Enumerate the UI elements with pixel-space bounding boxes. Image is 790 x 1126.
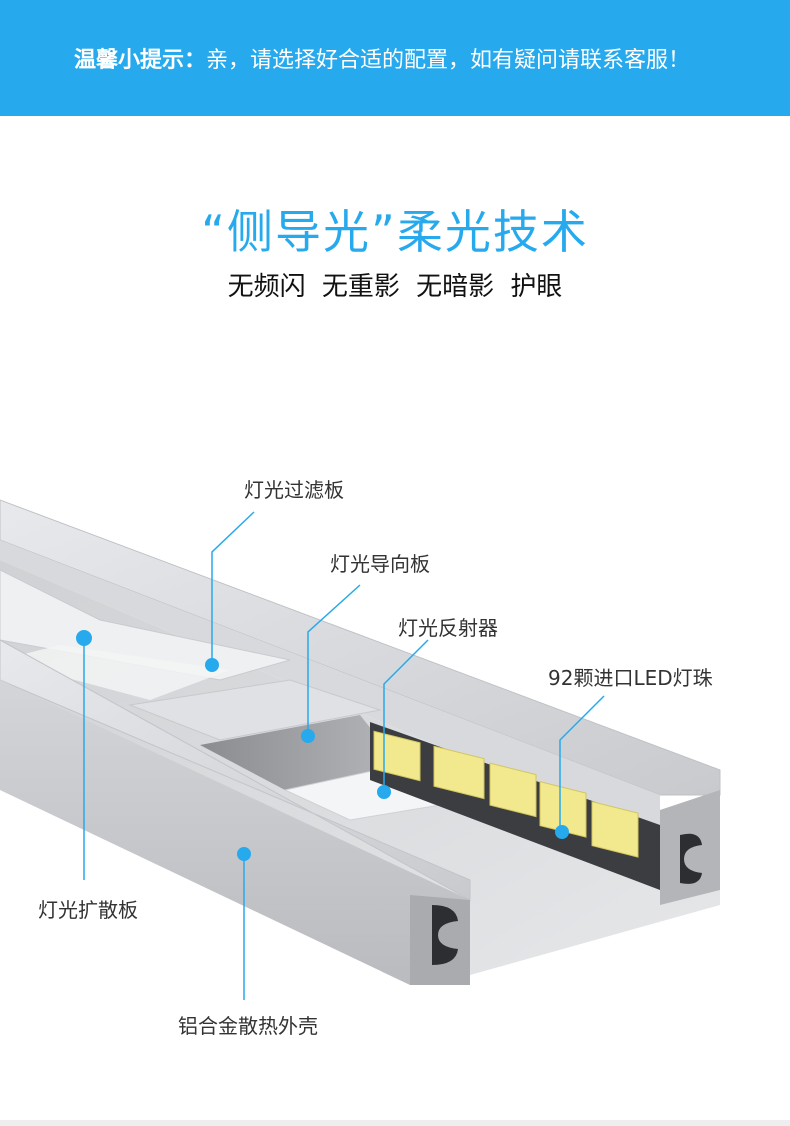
feature-item: 无暗影 bbox=[416, 272, 495, 302]
callout-aluminum-housing: 铝合金散热外壳 bbox=[178, 1014, 318, 1038]
callout-filter-board: 灯光过滤板 bbox=[244, 478, 344, 502]
feature-list: 无频闪 无重影 无暗影 护眼 bbox=[0, 266, 790, 303]
callout-dot-reflector bbox=[377, 785, 391, 799]
callout-dot-diffuser bbox=[76, 630, 92, 646]
callout-dot-guide bbox=[301, 729, 315, 743]
callout-dot-housing bbox=[237, 847, 251, 861]
leader-line-reflector bbox=[383, 639, 429, 792]
callout-light-guide-board: 灯光导向板 bbox=[330, 552, 430, 576]
tip-message: 亲，请选择好合适的配置，如有疑问请联系客服！ bbox=[206, 48, 691, 73]
tip-text: 温馨小提示：亲，请选择好合适的配置，如有疑问请联系客服！ bbox=[74, 42, 690, 74]
led-chip bbox=[373, 730, 421, 782]
tip-banner: 温馨小提示：亲，请选择好合适的配置，如有疑问请联系客服！ bbox=[0, 0, 790, 116]
led-chip bbox=[489, 762, 537, 818]
callout-reflector: 灯光反射器 bbox=[398, 616, 498, 640]
leader-line-filter bbox=[211, 511, 255, 665]
front-wall bbox=[0, 639, 471, 985]
led-chip bbox=[591, 800, 639, 858]
led-strip bbox=[370, 722, 660, 890]
leader-line-guide bbox=[307, 584, 361, 736]
feature-item: 无频闪 bbox=[227, 272, 306, 302]
callout-dot-filter bbox=[205, 658, 219, 672]
tip-label: 温馨小提示： bbox=[74, 48, 207, 73]
feature-item: 护眼 bbox=[510, 272, 563, 302]
callout-led-chips: 92颗进口LED灯珠 bbox=[548, 666, 713, 690]
light-guide-board bbox=[128, 679, 382, 741]
leader-line-led bbox=[559, 695, 605, 832]
callout-diffuser-board: 灯光扩散板 bbox=[38, 898, 138, 922]
led-chip bbox=[433, 745, 485, 800]
bottom-divider bbox=[0, 1120, 790, 1126]
feature-item: 无重影 bbox=[321, 272, 400, 302]
end-cap bbox=[660, 790, 720, 905]
page-title: “侧导光”柔光技术 bbox=[201, 205, 589, 259]
callout-dot-led bbox=[555, 825, 569, 839]
